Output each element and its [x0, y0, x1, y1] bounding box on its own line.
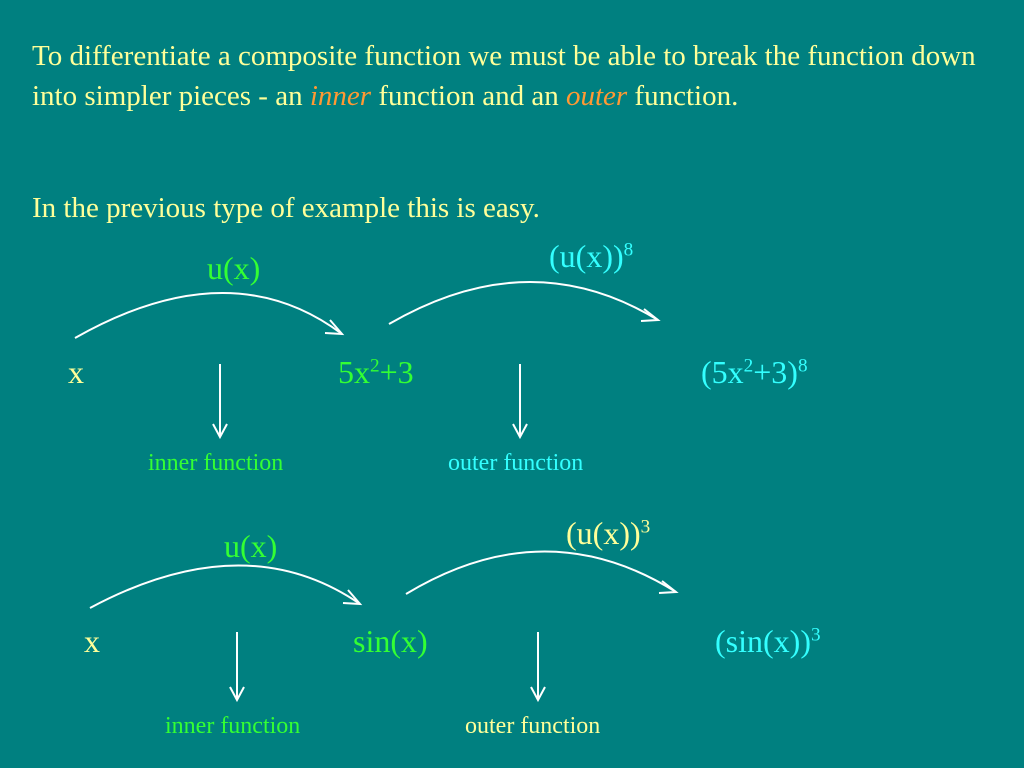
ex2-inner-map-label: u(x)	[224, 528, 278, 564]
ex1-inner-down-head	[212, 423, 228, 440]
outer-emphasis: outer	[565, 80, 628, 112]
ex2-outer-function-label: outer function	[465, 713, 601, 739]
ex2-result-exponent: 3	[810, 624, 821, 646]
ex1-outer-curve-arrow	[388, 281, 659, 325]
ex2-outer-curve-arrow	[405, 550, 677, 595]
ex2-outer-map-base: (u(x))	[566, 515, 641, 551]
ex2-inner-function-label: inner function	[165, 713, 301, 739]
ex1-inner-expression: 5x2+3	[338, 356, 414, 388]
intro-text-a: To differentiate a composite function we…	[32, 40, 976, 112]
ex1-result-base: (5x	[701, 354, 744, 390]
ex1-outer-map-label: (u(x))8	[549, 240, 633, 272]
ex2-result-base: (sin(x))	[715, 623, 811, 659]
ex1-inner-expr-exponent: 2	[370, 355, 380, 377]
ex1-outer-arrowhead	[640, 308, 661, 322]
ex1-inner-arrowhead	[324, 319, 345, 336]
ex1-outer-map-exponent: 8	[623, 239, 634, 261]
ex2-inner-arrowhead	[342, 589, 363, 606]
intro-note: In the previous type of example this is …	[32, 192, 540, 224]
ex1-result-inner-exponent: 2	[743, 355, 754, 377]
ex1-inner-expr-tail: +3	[379, 354, 414, 390]
ex1-inner-map-label: u(x)	[207, 250, 261, 286]
inner-emphasis: inner	[309, 80, 372, 112]
ex2-inner-down-head	[229, 686, 245, 703]
ex2-outer-down-head	[530, 686, 546, 703]
ex1-input-x: x	[68, 354, 84, 390]
ex2-composite-result: (sin(x))3	[715, 625, 821, 657]
ex2-outer-map-exponent: 3	[640, 516, 651, 538]
ex1-inner-curve-arrow	[74, 292, 343, 339]
ex2-outer-map-label: (u(x))3	[566, 517, 650, 549]
ex1-composite-result: (5x2+3)8	[701, 356, 808, 388]
ex2-outer-arrowhead	[658, 580, 679, 594]
ex1-outer-map-base: (u(x))	[549, 238, 624, 274]
intro-text-c: function.	[627, 80, 739, 112]
intro-paragraph: To differentiate a composite function we…	[32, 36, 992, 116]
ex1-outer-function-label: outer function	[448, 450, 584, 476]
intro-text-b: function and an	[371, 80, 566, 112]
ex1-outer-down-head	[512, 423, 528, 440]
ex1-result-outer-exponent: 8	[797, 355, 808, 377]
ex1-inner-expr-base: 5x	[338, 354, 370, 390]
ex1-result-mid: +3)	[753, 354, 798, 390]
ex2-inner-curve-arrow	[89, 564, 361, 609]
ex2-inner-expression: sin(x)	[353, 623, 428, 659]
ex1-inner-function-label: inner function	[148, 450, 284, 476]
ex2-input-x: x	[84, 623, 100, 659]
